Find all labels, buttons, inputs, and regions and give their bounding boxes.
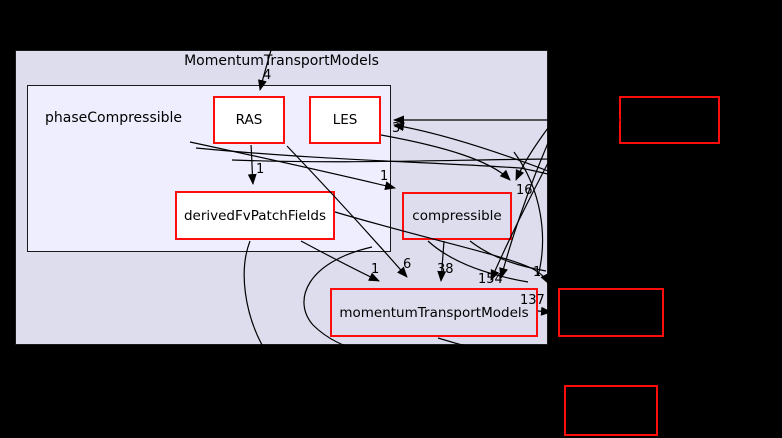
edge-label-1d: 1 <box>533 265 542 280</box>
edge-label-1b: 1 <box>380 169 389 184</box>
node-momentumTransportModels-label: momentumTransportModels <box>339 304 529 321</box>
edge-label-154: 154 <box>478 272 503 287</box>
node-compressible[interactable]: compressible <box>402 192 512 240</box>
node-compressible-label: compressible <box>412 208 502 224</box>
node-derivedFvPatchFields[interactable]: derivedFvPatchFields <box>175 191 335 240</box>
edge-label-137: 137 <box>520 293 545 308</box>
inner-cluster-label[interactable]: phaseCompressible <box>45 110 183 126</box>
edge-label-1c: 1 <box>371 262 380 277</box>
outer-cluster-label[interactable]: MomentumTransportModels <box>184 53 379 69</box>
edge-label-4: 4 <box>263 68 272 83</box>
edge-label-1a: 1 <box>256 162 265 177</box>
node-derivedFvPatchFields-label: derivedFvPatchFields <box>183 207 327 224</box>
external-node-bottom-right[interactable] <box>564 385 658 436</box>
edge-label-6: 6 <box>403 257 412 272</box>
edge-label-3: 3 <box>392 121 401 136</box>
external-node-top-right[interactable] <box>619 96 720 144</box>
node-momentumTransportModels[interactable]: momentumTransportModels <box>330 288 538 337</box>
edge-label-38: 38 <box>437 262 454 277</box>
node-LES[interactable]: LES <box>309 96 381 144</box>
external-node-middle-right[interactable] <box>558 288 664 337</box>
node-LES-label: LES <box>332 112 358 128</box>
edge-label-16: 16 <box>516 183 533 198</box>
node-RAS-label: RAS <box>235 112 263 128</box>
node-RAS[interactable]: RAS <box>213 96 285 144</box>
